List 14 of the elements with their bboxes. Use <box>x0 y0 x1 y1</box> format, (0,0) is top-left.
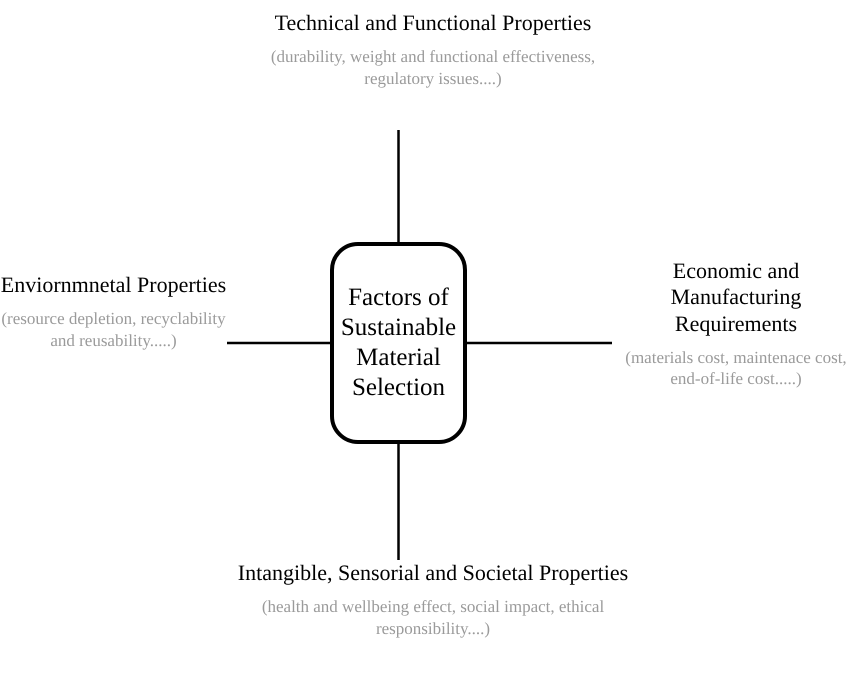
factor-heading: Economic and Manufacturing Requirements <box>670 258 802 338</box>
factor-description: (health and wellbeing effect, social impact, ethical responsibility....) <box>260 596 606 639</box>
connector-line <box>467 342 612 344</box>
factor-heading: Enviornmnetal Properties <box>0 272 226 298</box>
connector-line <box>397 130 400 242</box>
factor-description: (durability, weight and functional effectiveness, regulatory issues....) <box>270 46 596 89</box>
factor-heading: Intangible, Sensorial and Societal Properties <box>238 560 628 586</box>
center-title: Factors of Sustainable Material Selection <box>340 283 458 403</box>
factor-description: (materials cost, maintenace cost, end-of-life cost.....) <box>624 347 848 390</box>
factor-description: (resource depletion, recyclability and reusability.....) <box>0 308 227 351</box>
center-box <box>330 242 467 444</box>
factor-heading: Technical and Functional Properties <box>274 10 592 36</box>
connector-line <box>397 444 400 560</box>
connector-line <box>227 342 330 344</box>
